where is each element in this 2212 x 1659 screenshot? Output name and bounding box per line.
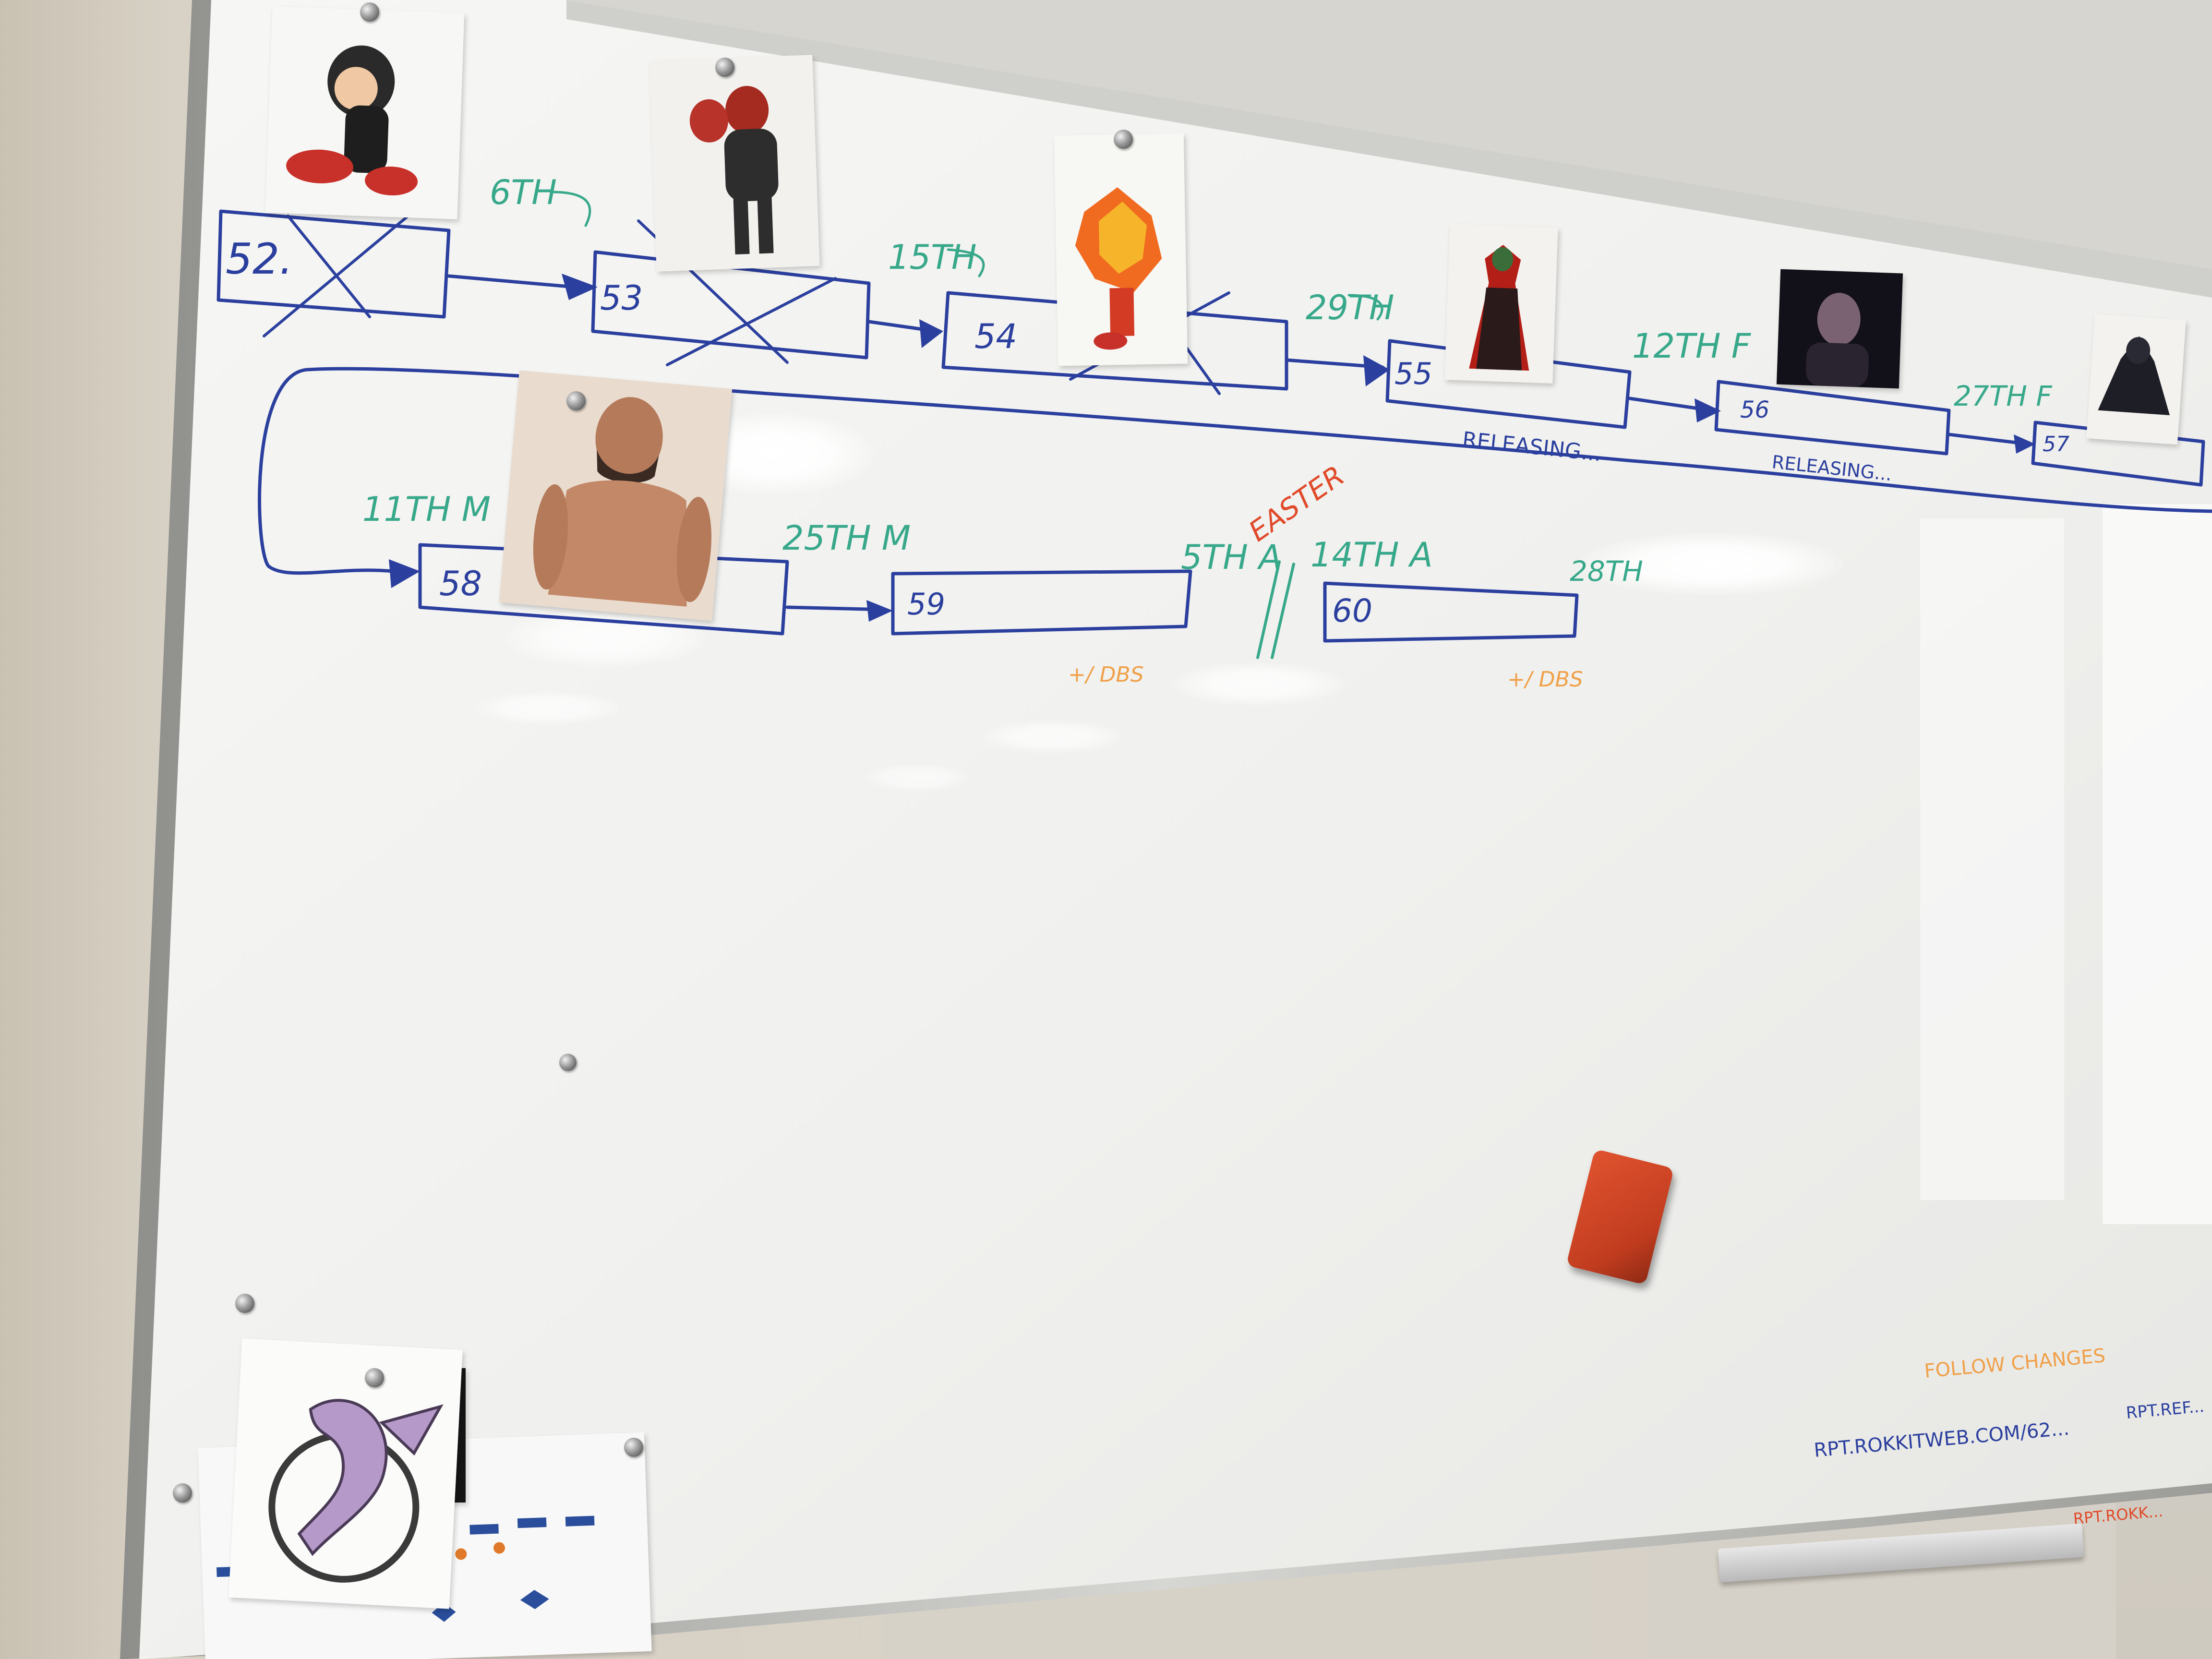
sprint-label: 58 xyxy=(439,564,482,603)
pinned-photo-villain xyxy=(1444,224,1558,384)
sprint-label: 53 xyxy=(600,278,643,318)
release-note: RELEASING... xyxy=(1461,427,1602,466)
arrow-head xyxy=(389,559,420,588)
date-label: 6TH xyxy=(490,173,557,212)
holiday-divider xyxy=(1256,560,1281,659)
date-label: 29TH xyxy=(1306,288,1394,327)
sprint-label: 56 xyxy=(1740,397,1769,423)
pinned-photo-sonic xyxy=(1054,133,1188,366)
pushpin xyxy=(1114,130,1133,149)
footer-note: RPT.REF... xyxy=(2125,1397,2205,1423)
arrow-head xyxy=(919,319,943,348)
arrow-head xyxy=(1363,355,1390,386)
sprint-box xyxy=(216,209,451,319)
date-label: 25TH M xyxy=(782,518,911,558)
date-label: 28TH xyxy=(1570,555,1643,588)
date-arrow xyxy=(551,191,591,227)
sprint-box xyxy=(1714,380,1951,456)
pushpin xyxy=(173,1483,192,1503)
pushpin xyxy=(559,1054,577,1071)
pinned-photo-cartoon xyxy=(265,6,465,219)
pinned-photo-batman xyxy=(2086,313,2186,445)
cross-out xyxy=(287,215,371,318)
board-top-face xyxy=(566,0,2212,269)
pushpin xyxy=(566,391,586,410)
pinned-photo-portrait-dark xyxy=(1776,269,1903,389)
sprint-label: 59 xyxy=(907,587,945,622)
date-label: 5TH A xyxy=(1181,538,1282,577)
sprint-label: 60 xyxy=(1332,592,1372,629)
loop-connector xyxy=(257,367,2212,575)
arrow-head xyxy=(1695,398,1721,422)
sprint-label: 57 xyxy=(2043,432,2069,457)
light-glare xyxy=(475,691,619,725)
arrow-head xyxy=(866,600,893,622)
holiday-divider xyxy=(1271,563,1295,659)
light-glare xyxy=(979,720,1123,754)
light-glare xyxy=(1579,533,1843,595)
board-top-edge xyxy=(566,0,2212,298)
sprint-label: 54 xyxy=(974,317,1017,356)
date-arrow xyxy=(1347,294,1383,321)
window-reflection xyxy=(1920,518,2064,1200)
cross-out xyxy=(263,215,409,337)
arrow-head xyxy=(2014,434,2035,454)
sprint-label: 55 xyxy=(1395,356,1432,391)
footer-url: RPT.ROKKITWEB.COM/62... xyxy=(1813,1418,2070,1462)
pushpin xyxy=(365,1368,384,1387)
dependency-note: +/ DBS xyxy=(1068,662,1144,687)
light-glare xyxy=(1171,662,1344,706)
light-glare xyxy=(864,763,970,792)
pinned-photo-devil xyxy=(649,55,820,272)
sprint-box xyxy=(1323,581,1579,643)
pushpin xyxy=(235,1294,254,1313)
arrow-head xyxy=(562,274,598,300)
holiday-label: EASTER xyxy=(1243,459,1350,548)
sprint-label: 52. xyxy=(226,234,293,284)
pinned-photo-dragon xyxy=(228,1338,463,1609)
pushpin xyxy=(715,58,734,77)
date-label: 27TH F xyxy=(1954,380,2053,412)
pinned-photo-man xyxy=(499,370,733,621)
date-arrow xyxy=(947,248,985,277)
date-label: 14TH A xyxy=(1310,535,1433,575)
sprint-box xyxy=(591,250,871,360)
cross-out xyxy=(666,277,837,366)
date-label: 12TH F xyxy=(1632,326,1752,366)
footer-note: FOLLOW CHANGES xyxy=(1923,1345,2106,1382)
date-label: 15TH xyxy=(888,238,976,277)
pushpin xyxy=(624,1438,643,1457)
window-reflection xyxy=(2103,504,2212,1224)
dependency-note: +/ DBS xyxy=(1507,667,1583,692)
pushpin xyxy=(360,2,379,22)
sprint-box xyxy=(891,569,1192,636)
arrow-line xyxy=(447,274,588,290)
date-label: 11TH M xyxy=(362,490,491,529)
footer-note: RPT.ROKK... xyxy=(2072,1502,2164,1528)
